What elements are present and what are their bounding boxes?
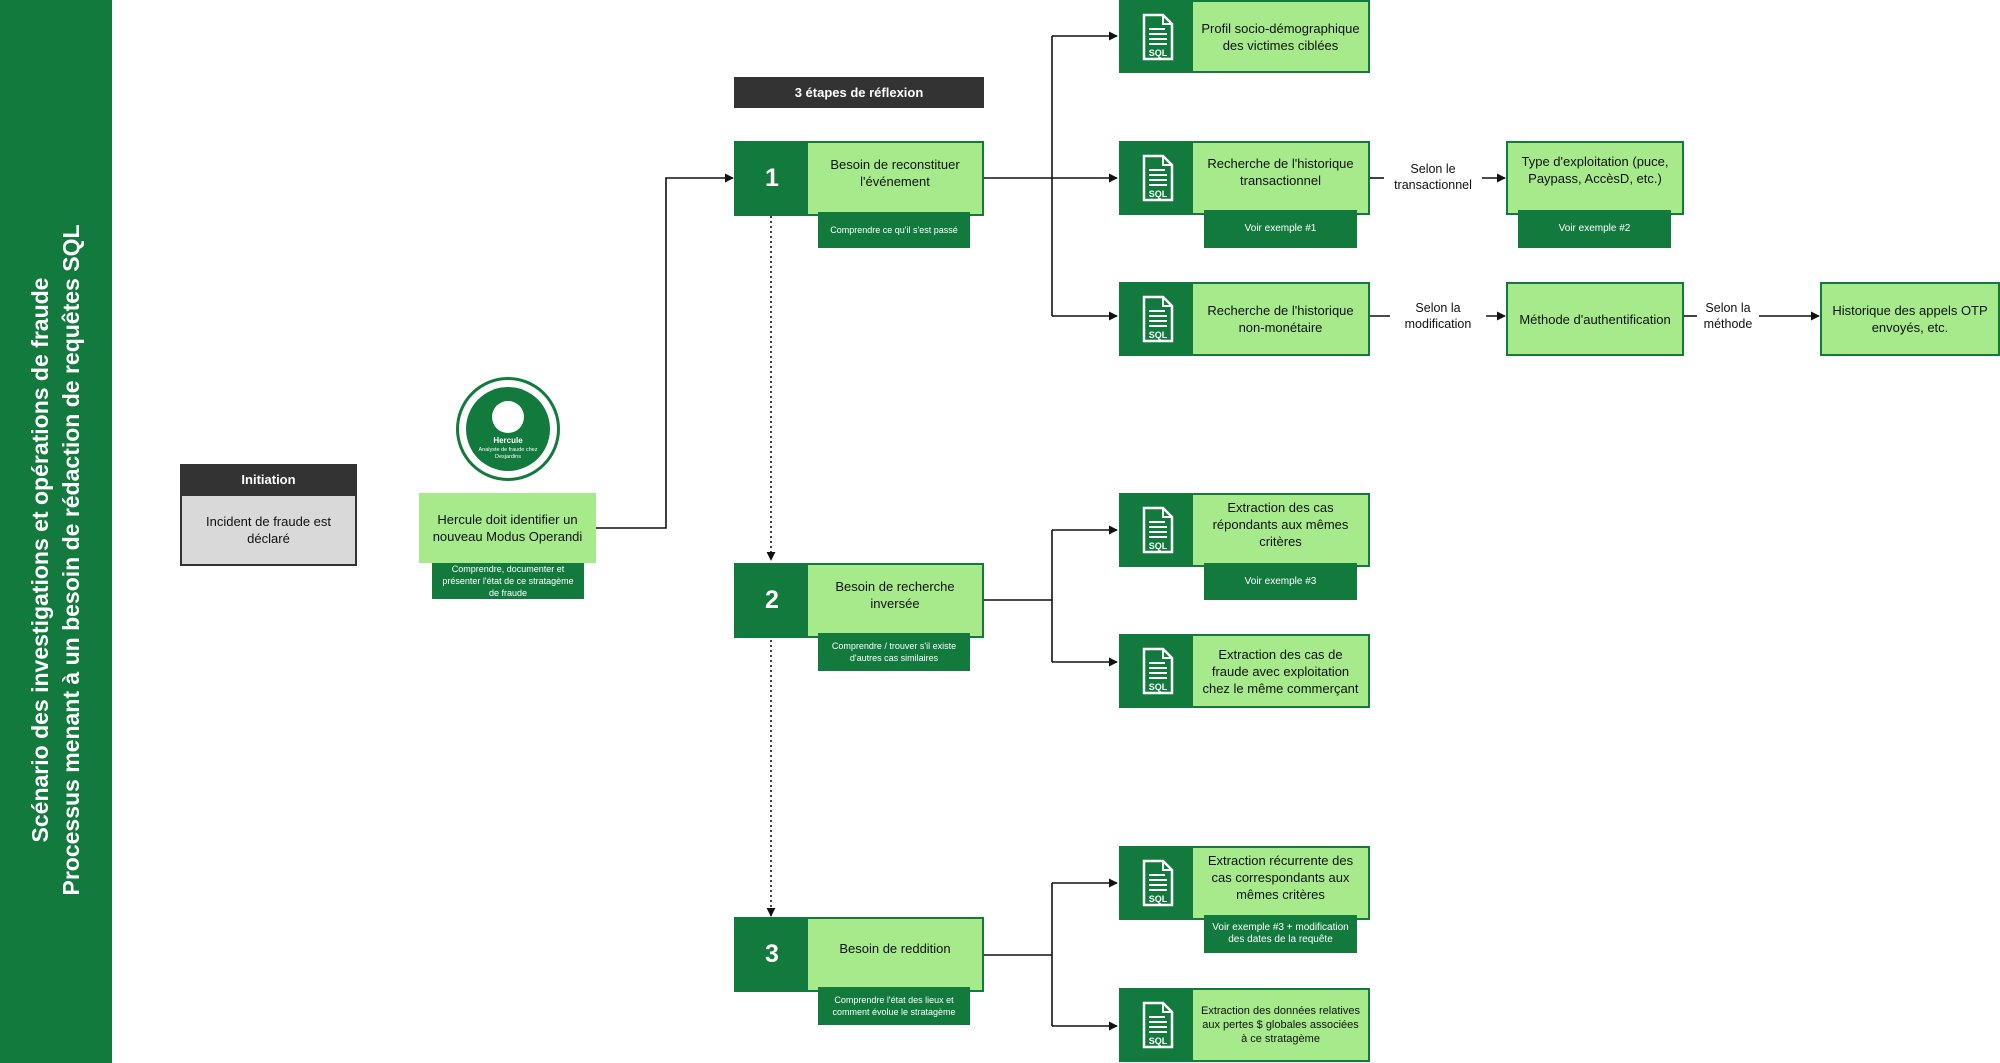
historique-otp-box: Historique des appels OTP envoyés, etc. (1820, 282, 2000, 356)
sql-box-historique-non-monetaire: SQL Recherche de l'historique non-monéta… (1119, 282, 1370, 356)
sql-box-label: Extraction récurrente des cas correspond… (1207, 852, 1354, 902)
sql-document-icon: SQL (1121, 990, 1193, 1060)
edge-label-methode: Selon la méthode (1697, 300, 1759, 332)
step-2-label: Besoin de recherche inversée (835, 578, 955, 611)
sql-box-label: Extraction des cas répondants aux mêmes … (1212, 499, 1349, 549)
sql-document-icon: SQL (1121, 848, 1193, 918)
actor-name: Hercule (493, 436, 523, 445)
sql-document-icon: SQL (1121, 636, 1193, 706)
sql-box-label: Recherche de l'historique non-monétaire (1207, 303, 1354, 335)
sql-box-extraction-recurrente: SQL Extraction récurrente des cas corres… (1119, 846, 1370, 920)
user-avatar-icon: Hercule Analyste de fraude chez Desjardi… (456, 377, 560, 481)
sql-box-label: Extraction des cas de fraude avec exploi… (1202, 646, 1359, 696)
sql-box-pertes-globales: SQL Extraction des données relatives aux… (1119, 988, 1370, 1062)
sql-box-cas-memes-criteres: SQL Extraction des cas répondants aux mê… (1119, 493, 1370, 567)
step-2-card: 2 Besoin de recherche inversée (734, 563, 984, 638)
sql-box-6-sub: Voir exemple #3 + modification des dates… (1204, 915, 1357, 953)
step-3-card: 3 Besoin de reddition (734, 917, 984, 992)
sql-box-4-sub: Voir exemple #3 (1204, 563, 1357, 600)
step-3-label: Besoin de reddition (839, 941, 951, 956)
initiation-header: Initiation (180, 464, 357, 494)
sql-icon-text: SQL (1149, 189, 1168, 199)
type-exploitation-sub: Voir exemple #2 (1518, 210, 1671, 248)
type-exploitation-box: Type d'exploitation (puce, Paypass, Accè… (1506, 141, 1684, 215)
step-2-sub: Comprendre / trouver s'il existe d'autre… (818, 633, 970, 671)
actor-box: Hercule doit identifier un nouveau Modus… (419, 493, 596, 563)
sql-document-icon: SQL (1121, 284, 1193, 354)
sidebar-title: Scénario des investigations et opération… (25, 224, 87, 895)
edge-label-transactionnel: Selon le transactionnel (1384, 161, 1482, 193)
sql-document-icon: SQL (1121, 495, 1193, 565)
sql-box-profil: SQL Profil socio-démographique des victi… (1119, 0, 1370, 73)
step-2-number: 2 (736, 565, 808, 636)
methode-authentification-box: Méthode d'authentification (1506, 282, 1684, 356)
sql-box-label: Recherche de l'historique transactionnel (1207, 156, 1354, 188)
step-3-number: 3 (736, 919, 808, 990)
edge-label-modification: Selon la modification (1390, 300, 1486, 332)
step-1-card: 1 Besoin de reconstituer l'événement (734, 141, 984, 216)
sql-icon-text: SQL (1149, 48, 1168, 58)
sql-icon-text: SQL (1149, 330, 1168, 340)
actor-sub: Comprendre, documenter et présenter l'ét… (432, 563, 584, 599)
actor-role: Analyste de fraude chez Desjardins (478, 447, 538, 460)
sidebar-title-line2: Processus menant à un besoin de rédactio… (58, 224, 84, 896)
sql-document-icon: SQL (1121, 2, 1193, 71)
sql-box-2-sub: Voir exemple #1 (1204, 210, 1357, 248)
step-1-label: Besoin de reconstituer l'événement (830, 156, 960, 189)
sql-icon-text: SQL (1149, 682, 1168, 692)
sql-box-historique-transactionnel: SQL Recherche de l'historique transactio… (1119, 141, 1370, 215)
sidebar-title-line1: Scénario des investigations et opération… (27, 277, 53, 843)
step-3-sub: Comprendre l'état des lieux et comment é… (818, 987, 970, 1025)
sql-icon-text: SQL (1149, 541, 1168, 551)
sql-box-label: Extraction des données relatives aux per… (1201, 1005, 1360, 1045)
steps-header: 3 étapes de réflexion (734, 77, 984, 108)
sql-document-icon: SQL (1121, 143, 1193, 213)
sql-box-label: Profil socio-démographique des victimes … (1201, 20, 1360, 53)
sidebar: Scénario des investigations et opération… (0, 0, 112, 1063)
sql-icon-text: SQL (1149, 894, 1168, 904)
sql-icon-text: SQL (1149, 1036, 1168, 1046)
initiation-box: Incident de fraude est déclaré (180, 494, 357, 566)
sql-box-meme-commercant: SQL Extraction des cas de fraude avec ex… (1119, 634, 1370, 708)
step-1-sub: Comprendre ce qu'il s'est passé (818, 212, 970, 248)
step-1-number: 1 (736, 143, 808, 214)
